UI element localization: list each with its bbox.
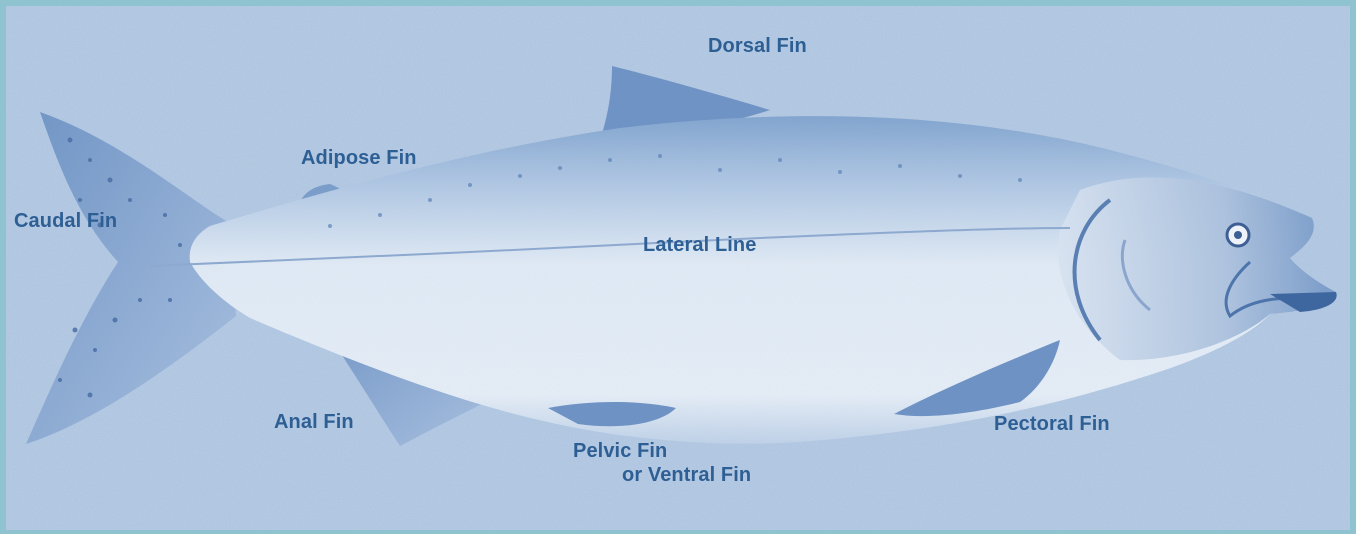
ventral-fin-label: or Ventral Fin (622, 463, 751, 487)
pectoral-fin-label: Pectoral Fin (994, 412, 1110, 436)
dorsal-fin-label: Dorsal Fin (708, 34, 807, 58)
anal-fin-label: Anal Fin (274, 410, 354, 434)
pelvic-fin-label: Pelvic Fin (573, 439, 667, 463)
lateral-line-label: Lateral Line (643, 233, 756, 257)
adipose-fin-label: Adipose Fin (301, 146, 417, 170)
caudal-fin-label: Caudal Fin (14, 209, 117, 233)
